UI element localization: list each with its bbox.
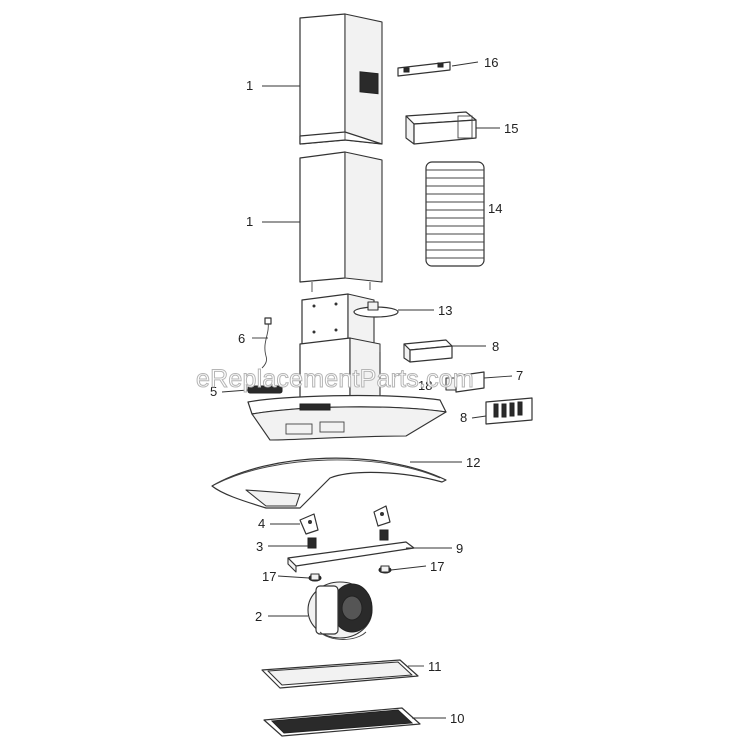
part-17-knob-right: [378, 565, 392, 574]
part-15-duct-adapter: [405, 111, 477, 145]
callout-17-left: 17: [262, 569, 276, 584]
callout-17-right: 17: [430, 559, 444, 574]
part-10-filter-frame: [263, 707, 421, 737]
part-1-lower-chimney: [299, 151, 383, 292]
callout-11: 11: [428, 659, 442, 674]
part-13-damper: [353, 301, 399, 318]
part-3-screw-left: [307, 537, 317, 549]
leader-lines: [221, 61, 513, 719]
part-4-glass-bracket-right: [373, 505, 391, 527]
callout-15: 15: [504, 121, 518, 136]
callout-2: 2: [255, 609, 262, 624]
part-17-knob-left: [308, 573, 322, 582]
part-16-bracket: [397, 61, 451, 77]
callout-7: 7: [516, 368, 523, 383]
callout-8-upper: 8: [492, 339, 499, 354]
chimney-mounting-frame: [301, 293, 375, 345]
callout-9: 9: [456, 541, 463, 556]
part-3-screw-right: [379, 529, 389, 541]
part-12-glass-canopy: [211, 457, 447, 509]
part-9-support-bar: [287, 541, 415, 573]
callout-12: 12: [466, 455, 480, 470]
callout-14: 14: [488, 201, 502, 216]
hood-body: [247, 337, 447, 441]
callout-4: 4: [258, 516, 265, 531]
part-18-switch: [445, 377, 457, 391]
part-2-blower-motor: [307, 581, 373, 640]
part-8-control-box: [403, 339, 453, 363]
watermark-text: eReplacementParts.com: [196, 365, 474, 393]
callout-6: 6: [238, 331, 245, 346]
part-14-flexible-duct: [425, 161, 485, 267]
callout-8-lower: 8: [460, 410, 467, 425]
callout-1-lower: 1: [246, 214, 253, 229]
callout-10: 10: [450, 711, 464, 726]
callout-5: 5: [210, 384, 217, 399]
part-11-filter: [261, 659, 419, 689]
part-1-upper-chimney: [299, 13, 383, 145]
part-8-keypad: [485, 397, 533, 425]
callout-16: 16: [484, 55, 498, 70]
part-5-light-holder: [247, 385, 283, 394]
part-4-glass-bracket-left: [299, 513, 319, 535]
callout-1-upper: 1: [246, 78, 253, 93]
callout-18: 18: [418, 378, 432, 393]
part-6-power-cord: [261, 317, 272, 369]
callout-13: 13: [438, 303, 452, 318]
callout-3: 3: [256, 539, 263, 554]
